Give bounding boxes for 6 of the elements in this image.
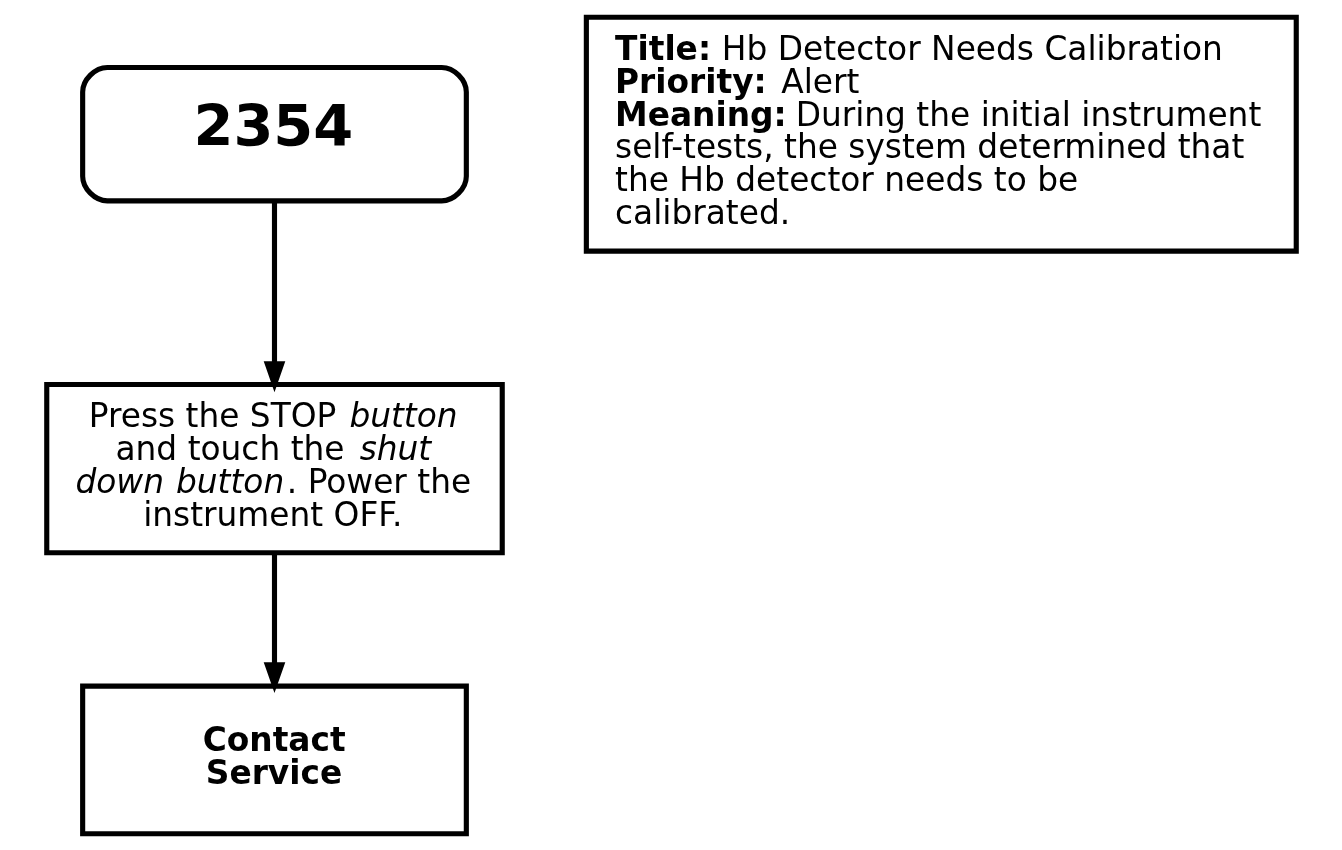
node-box: Press the STOP button and touch the shut down button. Power the instrument OFF. bbox=[43, 381, 505, 555]
node-box: 2354 bbox=[79, 64, 469, 203]
arrow bbox=[263, 200, 285, 392]
arrow bbox=[263, 552, 285, 693]
node-box: Contact Service bbox=[79, 683, 469, 836]
node-box: Title: Hb Detector Needs Calibration Priority: Alert Meaning: During the initial instrument self-tests, the system determined that the Hb detector needs to be calibrated. bbox=[583, 14, 1299, 254]
